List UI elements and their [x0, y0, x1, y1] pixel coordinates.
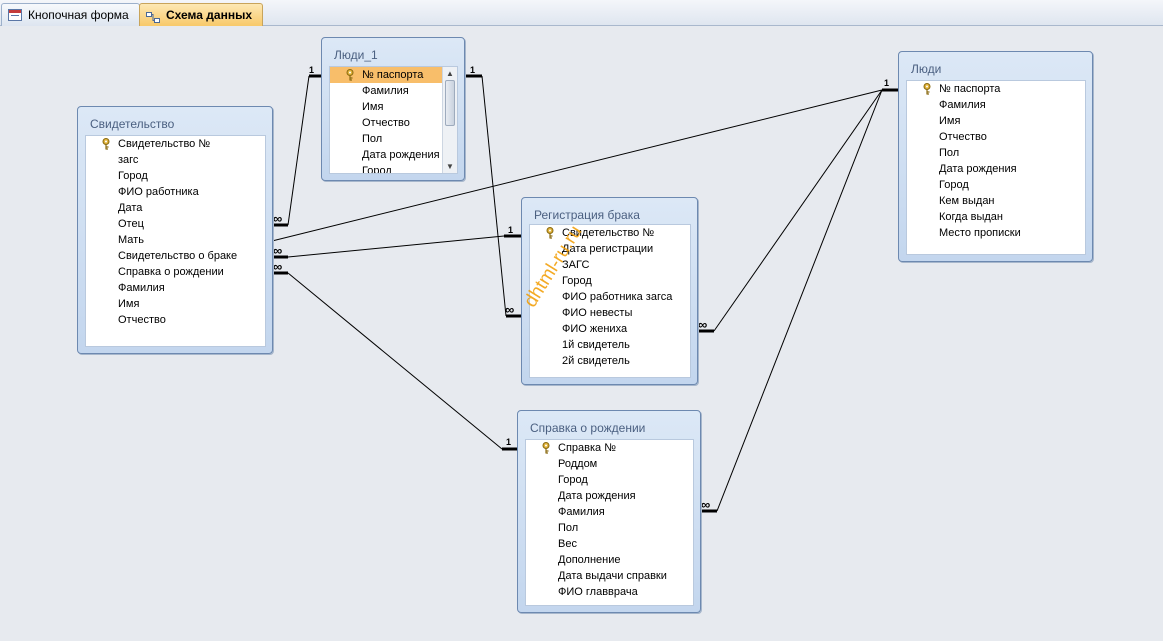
field-row[interactable]: Город [118, 170, 148, 182]
tab-label: Кнопочная форма [28, 8, 129, 22]
relation-one-label: 1 [508, 225, 513, 235]
field-row[interactable]: ФИО работника [118, 186, 199, 198]
relation-marriage-cert[interactable]: 1 ∞ [272, 225, 522, 259]
field-row[interactable]: Город [362, 165, 392, 174]
field-row[interactable]: Свидетельство № [86, 136, 265, 152]
scroll-up-icon[interactable]: ▲ [446, 69, 454, 78]
field-list[interactable]: № паспорта Фамилия Имя Отчество Пол Дата… [906, 80, 1086, 255]
field-row[interactable]: Вес [558, 538, 577, 550]
field-list[interactable]: Справка № Роддом Город Дата рождения Фам… [525, 439, 694, 606]
primary-key-icon [346, 69, 354, 81]
table-spravka-o-rozhdenii[interactable]: Справка о рождении Справка № Роддом Горо… [517, 410, 701, 613]
table-title[interactable]: Люди_1 [334, 48, 378, 62]
primary-key-icon [102, 138, 110, 150]
field-row[interactable]: Пол [939, 147, 960, 159]
field-row[interactable]: Имя [118, 298, 140, 310]
field-list[interactable]: № паспорта Фамилия Имя Отчество Пол Дата… [329, 66, 458, 174]
field-row[interactable]: Город [939, 179, 969, 191]
relation-one-label: 1 [506, 437, 511, 447]
field-row[interactable]: Свидетельство № [530, 225, 690, 241]
field-row[interactable]: Роддом [558, 458, 598, 470]
field-row[interactable]: Свидетельство о браке [118, 250, 238, 262]
field-row[interactable]: Имя [939, 115, 961, 127]
field-row[interactable]: Дата выдачи справки [558, 570, 667, 582]
field-row[interactable]: Имя [362, 101, 384, 113]
form-icon [8, 9, 22, 21]
relation-many-label: ∞ [698, 317, 707, 332]
tab-relationships[interactable]: Схема данных [139, 3, 263, 26]
relation-many-label: ∞ [273, 259, 282, 274]
table-registraciya-braka[interactable]: Регистрация брака Свидетельство № Дата р… [521, 197, 698, 385]
field-row[interactable]: 1й свидетель [562, 339, 630, 351]
vertical-scrollbar[interactable]: ▲ ▼ [442, 67, 457, 173]
relation-birth-cert[interactable]: 1 ∞ [272, 259, 518, 451]
table-title[interactable]: Люди [911, 62, 942, 76]
field-row[interactable]: Справка о рождении [118, 266, 224, 278]
field-row[interactable]: Дата регистрации [562, 243, 654, 255]
field-row[interactable]: Место прописки [939, 227, 1021, 239]
field-row[interactable]: Город [562, 275, 592, 287]
table-title[interactable]: Регистрация брака [534, 208, 640, 222]
field-row[interactable]: Дата рождения [939, 163, 1017, 175]
relationships-icon [146, 9, 160, 23]
field-row[interactable]: Отец [118, 218, 144, 230]
field-row[interactable]: Пол [558, 522, 579, 534]
field-row[interactable]: Фамилия [939, 99, 986, 111]
primary-key-icon [542, 442, 550, 454]
field-list[interactable]: Свидетельство № загс Город ФИО работника… [85, 135, 266, 347]
scroll-down-icon[interactable]: ▼ [446, 162, 454, 171]
relation-one-label: 1 [470, 65, 475, 75]
field-row[interactable]: загс [118, 154, 139, 166]
field-list[interactable]: Свидетельство № Дата регистрации ЗАГС Го… [529, 224, 691, 378]
table-lyudi-1[interactable]: Люди_1 № паспорта Фамилия Имя Отчество П… [321, 37, 465, 181]
relation-one-label: 1 [309, 65, 314, 75]
field-row[interactable]: Фамилия [362, 85, 409, 97]
primary-key-icon [923, 83, 931, 95]
table-svidetelstvo[interactable]: Свидетельство Свидетельство № загс Город… [77, 106, 273, 354]
scrollbar-thumb[interactable] [445, 80, 455, 126]
tab-label: Схема данных [166, 8, 252, 22]
field-row[interactable]: Мать [118, 234, 144, 246]
relation-many-label: ∞ [273, 243, 282, 258]
document-tab-bar: Кнопочная форма Схема данных [0, 0, 1163, 26]
field-row[interactable]: Фамилия [118, 282, 165, 294]
relation-one-label: 1 [884, 78, 889, 88]
field-row[interactable]: Отчество [939, 131, 987, 143]
relation-birth-to-people[interactable]: ∞ [700, 89, 883, 513]
field-row[interactable]: Дата рождения [362, 149, 440, 161]
field-row[interactable]: ФИО жениха [562, 323, 628, 335]
field-row[interactable]: Кем выдан [939, 195, 995, 207]
field-row[interactable]: Отчество [118, 314, 166, 326]
field-row[interactable]: Дата [118, 202, 143, 214]
field-row[interactable]: Дата рождения [558, 490, 636, 502]
field-row[interactable]: ЗАГС [562, 259, 590, 271]
relation-many-label: ∞ [273, 211, 282, 226]
relation-father-to-people1[interactable]: 1 ∞ [272, 65, 328, 227]
field-row-selected[interactable]: № паспорта [330, 67, 442, 83]
table-title[interactable]: Справка о рождении [530, 421, 646, 435]
field-row[interactable]: Справка № [526, 440, 693, 456]
relation-marriage-to-people[interactable]: ∞ [697, 89, 883, 333]
field-row[interactable]: Пол [362, 133, 383, 145]
field-row[interactable]: ФИО невесты [562, 307, 633, 319]
relation-many-label: ∞ [701, 497, 710, 512]
relation-many-label: ∞ [505, 302, 514, 317]
field-row[interactable]: ФИО работника загса [562, 291, 673, 303]
primary-key-icon [546, 227, 554, 239]
field-row[interactable]: Город [558, 474, 588, 486]
table-lyudi[interactable]: Люди № паспорта Фамилия Имя Отчество Пол… [898, 51, 1093, 262]
field-row[interactable]: Фамилия [558, 506, 605, 518]
table-title[interactable]: Свидетельство [90, 117, 175, 131]
field-row[interactable]: Когда выдан [939, 211, 1003, 223]
field-row[interactable]: Дополнение [558, 554, 621, 566]
field-row[interactable]: ФИО главврача [558, 586, 638, 598]
field-row[interactable]: 2й свидетель [562, 355, 630, 367]
field-row[interactable]: № паспорта [907, 81, 1085, 97]
tab-switchboard-form[interactable]: Кнопочная форма [1, 3, 140, 26]
relation-people1-to-marriage[interactable]: 1 ∞ [463, 65, 522, 318]
field-row[interactable]: Отчество [362, 117, 410, 129]
